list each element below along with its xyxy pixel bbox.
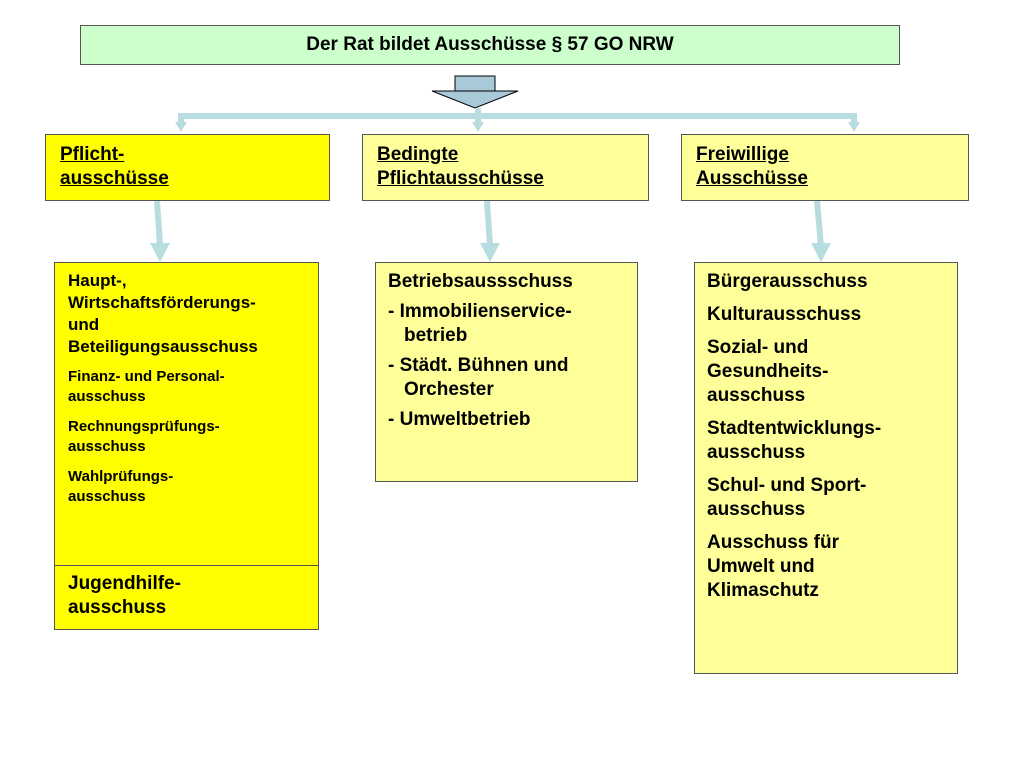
- category-arrows: [154, 200, 824, 247]
- category-bedingte-pflichtausschuesse: Bedingte Pflichtausschüsse: [362, 134, 649, 201]
- text-line: Finanz- und Personal-: [68, 368, 225, 385]
- text-line: Jugendhilfe-: [68, 573, 181, 594]
- title-box: Der Rat bildet Ausschüsse § 57 GO NRW: [80, 25, 900, 65]
- category-label-line1: Bedingte: [377, 144, 459, 165]
- category-label-line1: Pflicht-: [60, 144, 125, 165]
- category-pflichtausschuesse: Pflicht- ausschüsse: [45, 134, 330, 201]
- text-line: Haupt-,: [68, 271, 127, 290]
- list-item: Stadtentwicklungs- ausschuss: [707, 417, 957, 465]
- betriebsausschuss-heading: Betriebsaussschuss: [388, 271, 573, 292]
- title-text: Der Rat bildet Ausschüsse § 57 GO NRW: [306, 34, 674, 55]
- text-line: ausschuss: [68, 388, 146, 405]
- text-line: Umwelt und: [707, 556, 815, 577]
- text-line: - Städt. Bühnen und: [388, 355, 569, 376]
- text-line: Gesundheits-: [707, 361, 829, 382]
- text-line: ausschuss: [707, 499, 806, 520]
- list-item: - Immobilienservice- betrieb: [388, 300, 637, 348]
- category-label-line2: Ausschüsse: [696, 168, 808, 189]
- list-item: - Städt. Bühnen und Orchester: [388, 354, 637, 402]
- text-line: ausschuss: [68, 488, 146, 505]
- text-line: ausschuss: [68, 438, 146, 455]
- list-item: Wahlprüfungs- ausschuss: [68, 467, 318, 507]
- category-label-line2: ausschüsse: [60, 168, 169, 189]
- pflicht-detail-box: Haupt-, Wirtschaftsförderungs- und Betei…: [54, 262, 319, 630]
- down-block-arrow: [431, 75, 519, 109]
- text-line: Rechnungsprüfungs-: [68, 418, 220, 435]
- distribution-line: [178, 108, 857, 124]
- category-freiwillige-ausschuesse: Freiwillige Ausschüsse: [681, 134, 969, 201]
- list-item: Finanz- und Personal- ausschuss: [68, 367, 318, 407]
- pflicht-list: Haupt-, Wirtschaftsförderungs- und Betei…: [55, 263, 318, 507]
- text-line: ausschuss: [707, 385, 806, 406]
- text-line: - Immobilienservice-: [388, 301, 572, 322]
- list-item: Kulturausschuss: [707, 303, 957, 327]
- category-arrowheads: [150, 243, 831, 262]
- text-line: Klimaschutz: [707, 580, 819, 601]
- text-line: Beteiligungsausschuss: [68, 337, 258, 356]
- text-line: Wirtschaftsförderungs-: [68, 293, 256, 312]
- text-line: Sozial- und: [707, 337, 809, 358]
- text-line: Orchester: [404, 379, 494, 400]
- distribution-arrowheads: [175, 122, 860, 132]
- text-line: Stadtentwicklungs-: [707, 418, 882, 439]
- jugendhilfe-ausschuss: Jugendhilfe- ausschuss: [55, 565, 318, 629]
- bedingt-detail-box: Betriebsaussschuss - Immobilienservice- …: [375, 262, 638, 482]
- category-label-line2: Pflichtausschüsse: [377, 168, 544, 189]
- text-line: und: [68, 315, 100, 334]
- text-line: ausschuss: [707, 442, 806, 463]
- text-line: - Umweltbetrieb: [388, 409, 531, 430]
- list-item: - Umweltbetrieb: [388, 408, 637, 432]
- text-line: ausschuss: [68, 597, 167, 618]
- list-item: Bürgerausschuss: [707, 270, 957, 294]
- list-item: Sozial- und Gesundheits- ausschuss: [707, 336, 957, 408]
- text-line: Kulturausschuss: [707, 304, 862, 325]
- list-item: Rechnungsprüfungs- ausschuss: [68, 417, 318, 457]
- text-line: betrieb: [404, 325, 468, 346]
- text-line: Bürgerausschuss: [707, 271, 868, 292]
- freiwillig-detail-box: Bürgerausschuss Kulturausschuss Sozial- …: [694, 262, 958, 674]
- list-item: Schul- und Sport- ausschuss: [707, 474, 957, 522]
- category-label-line1: Freiwillige: [696, 144, 789, 165]
- haupt-ausschuss: Haupt-, Wirtschaftsförderungs- und Betei…: [68, 270, 318, 358]
- list-item: Ausschuss für Umwelt und Klimaschutz: [707, 531, 957, 603]
- text-line: Ausschuss für: [707, 532, 839, 553]
- text-line: Wahlprüfungs-: [68, 468, 174, 485]
- text-line: Schul- und Sport-: [707, 475, 867, 496]
